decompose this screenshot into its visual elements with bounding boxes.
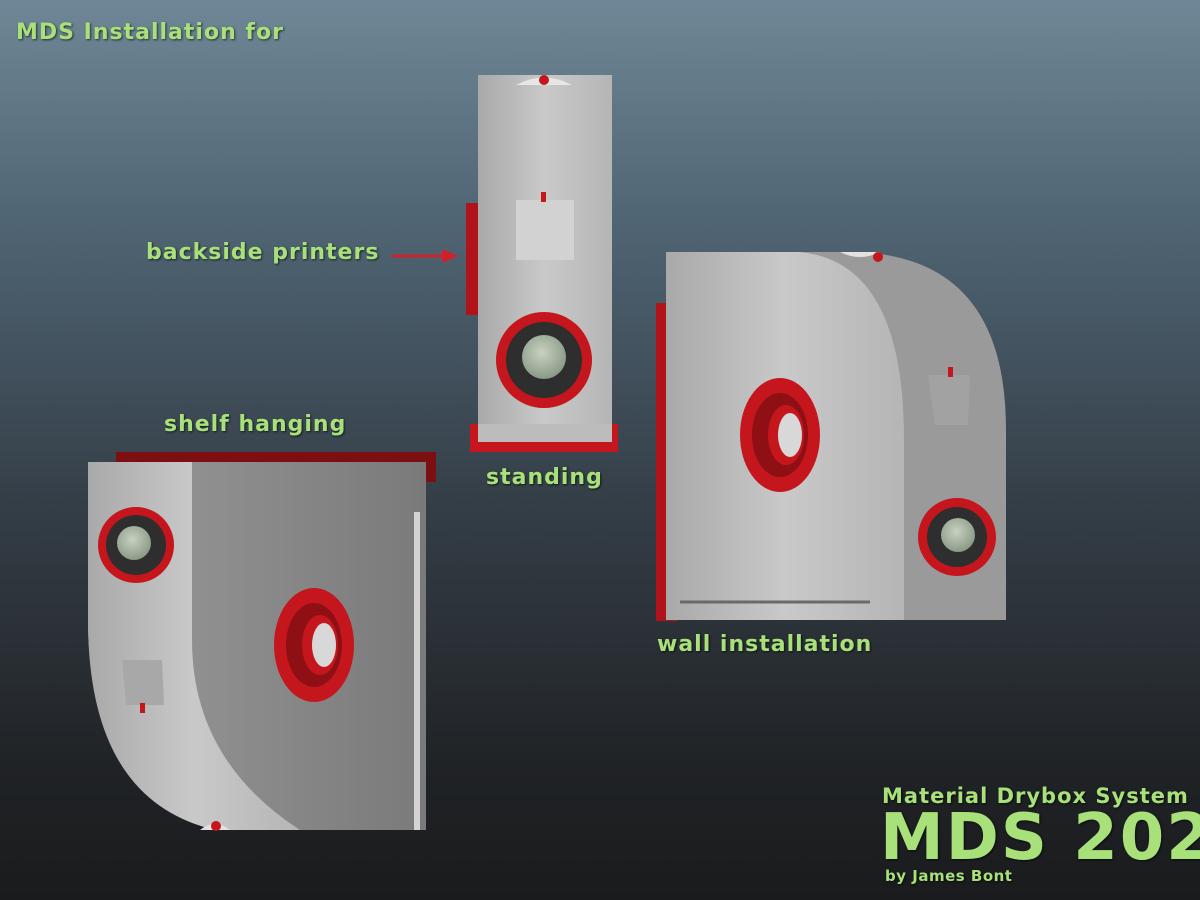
standing-unit (466, 75, 618, 452)
standing-label: standing (486, 465, 603, 490)
brand-subtitle: Material Drybox System (882, 784, 1189, 808)
arrow-right-icon (392, 249, 458, 263)
wall-installation-label: wall installation (657, 632, 873, 657)
brand-author: by James Bont (885, 867, 1013, 885)
brand-name: MDS 2024 (880, 801, 1200, 875)
wall-unit (656, 252, 1006, 621)
page-title: MDS Installation for (16, 20, 284, 45)
shelf-unit (88, 452, 436, 831)
shelf-hanging-label: shelf hanging (164, 412, 347, 437)
backside-printers-label: backside printers (146, 240, 380, 265)
